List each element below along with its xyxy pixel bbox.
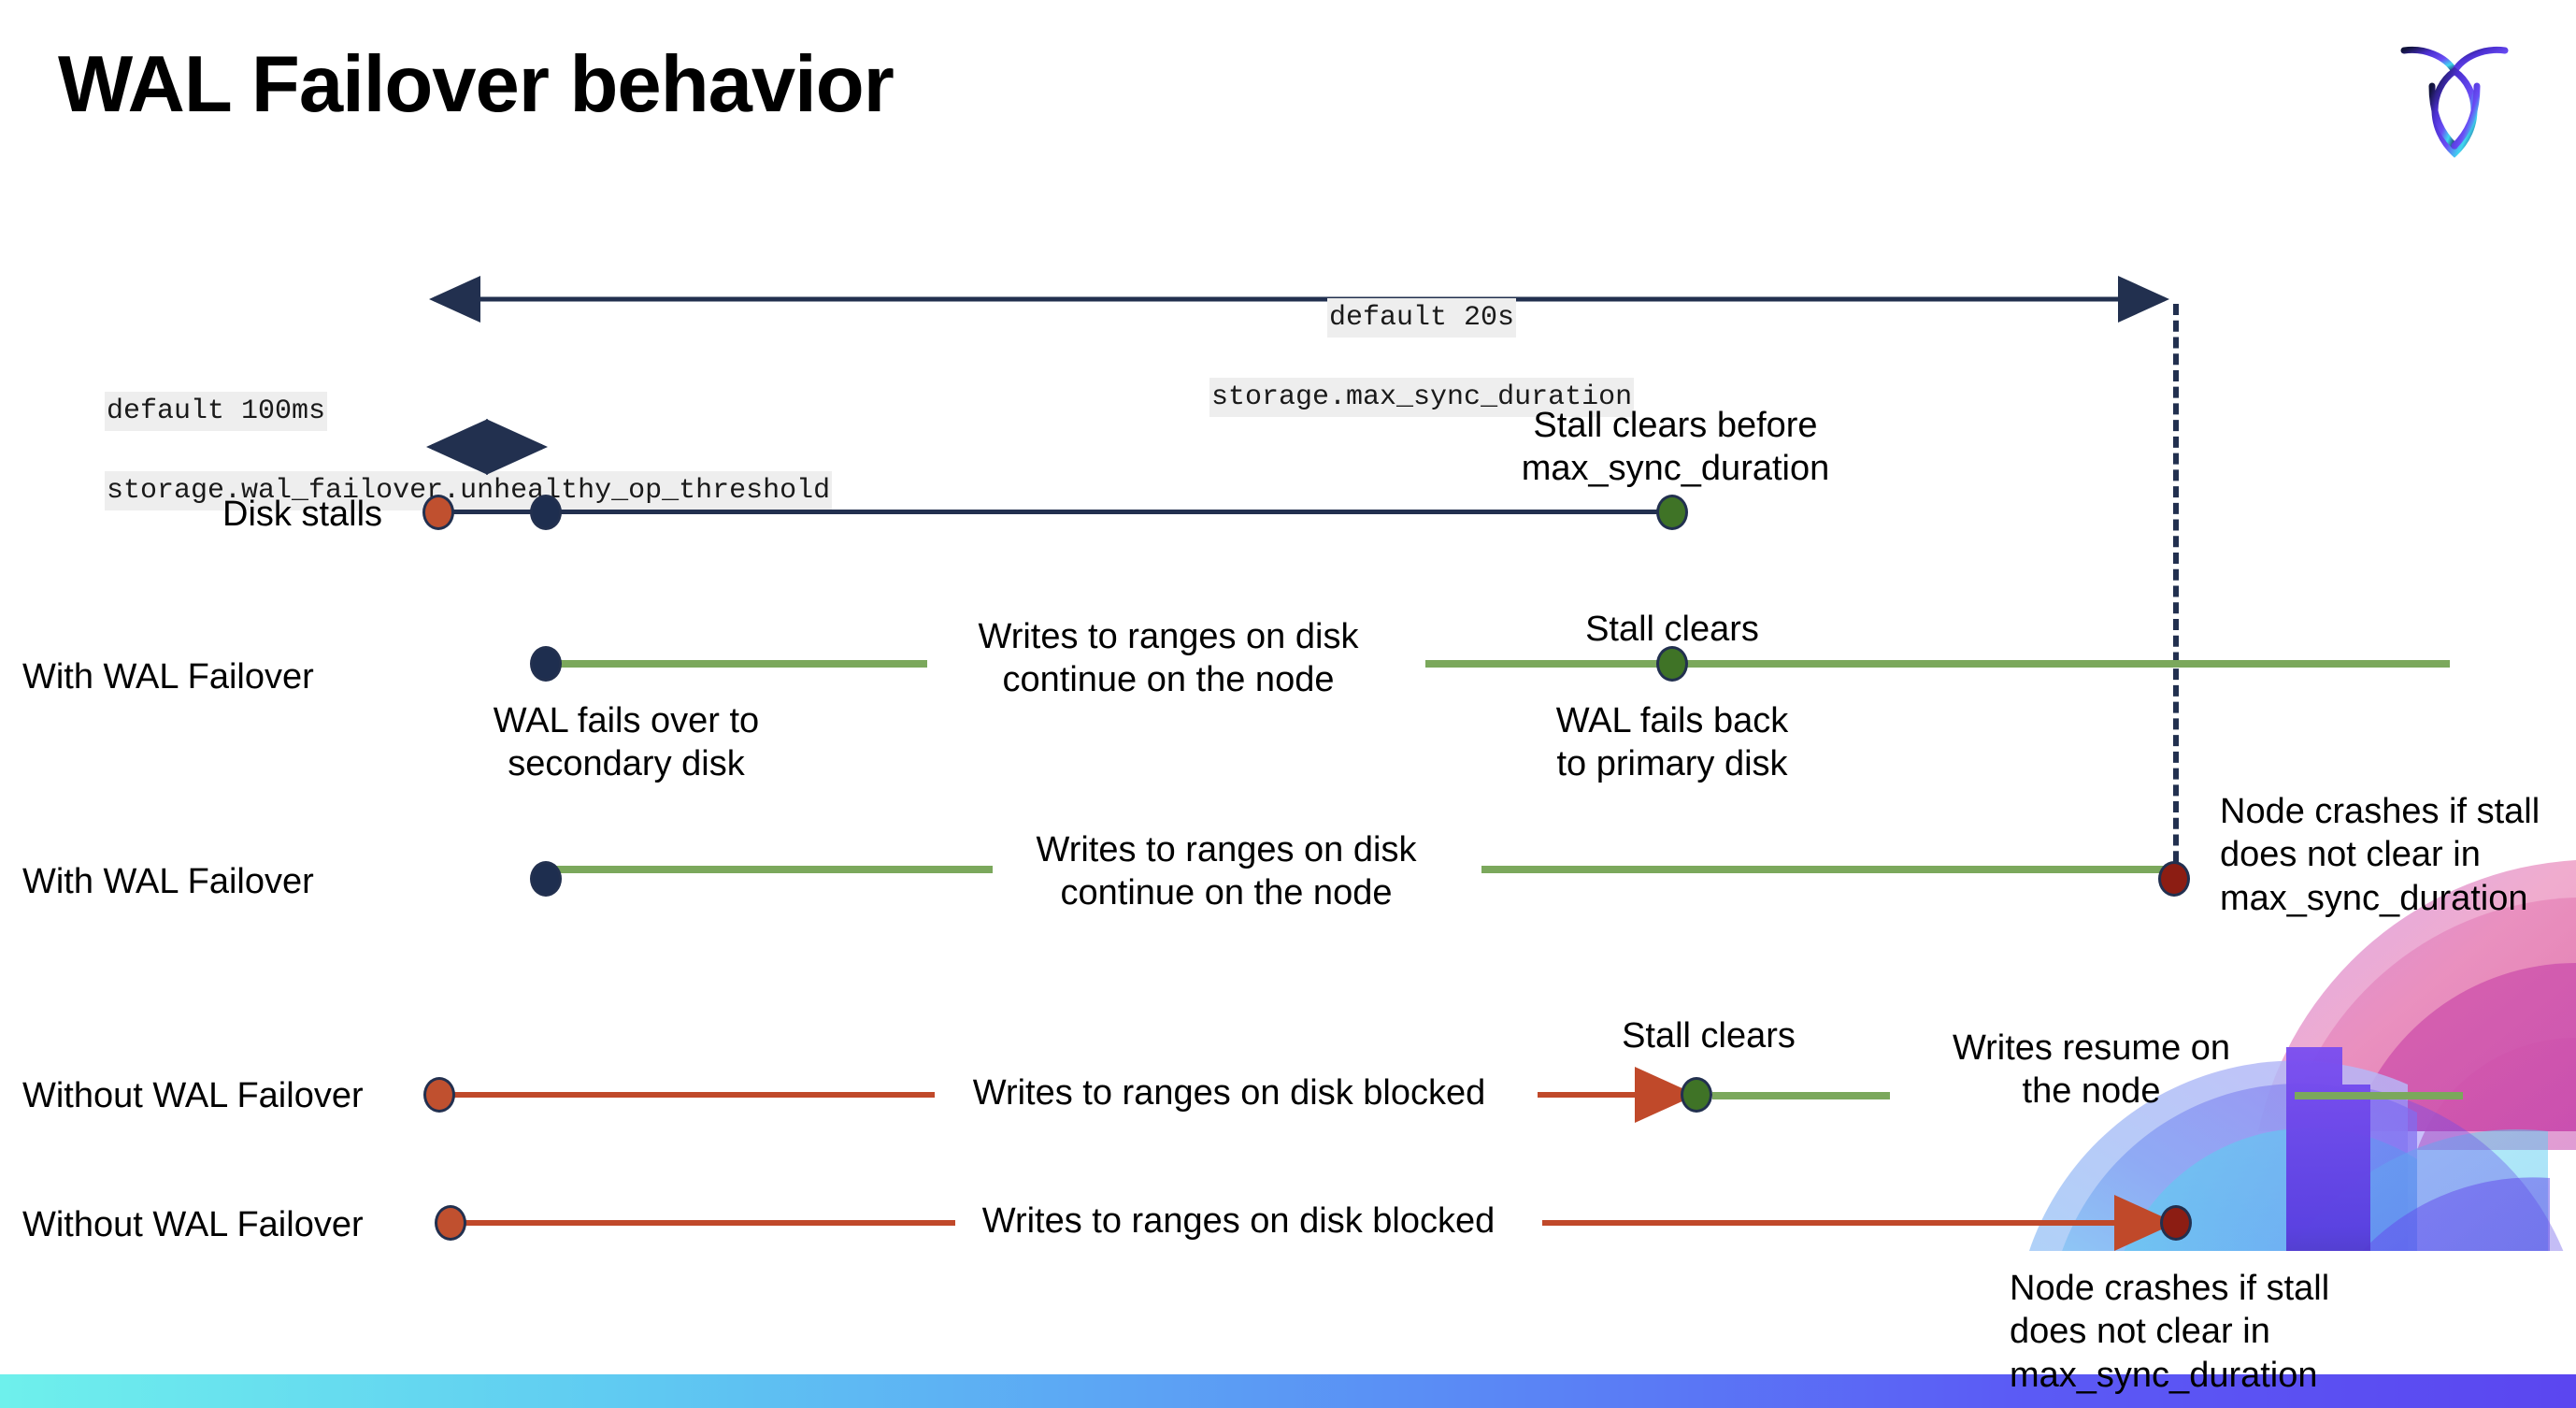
note-node-crashes-1: Node crashes if stall does not clear in … [2220, 792, 2540, 918]
wal-failover-2-crash-dot [2158, 861, 2190, 897]
row-label-disk-stalls: Disk stalls [222, 495, 383, 534]
without-wal-1-clear-dot [1681, 1077, 1712, 1113]
callout-white-mask [1974, 1251, 2576, 1376]
unhealthy-op-threshold-tag: default 100ms storage.wal_failover.unhea… [37, 352, 833, 551]
wal-failover-1-clear-dot [1656, 646, 1688, 682]
wal-failover-2-line-left [544, 866, 993, 873]
note-writes-blocked-2: Writes to ranges on disk blocked [981, 1201, 1496, 1241]
max-sync-duration-tag: default 20s storage.max_sync_duration [1142, 258, 1635, 457]
note-wal-fails-back: WAL fails back to primary disk [1555, 701, 1789, 784]
note-stall-clears-before-max-sync: Stall clears before max_sync_duration [1521, 406, 1830, 489]
max-sync-duration-dashed-guide [2173, 304, 2179, 879]
note-writes-resume: Writes resume on the node [1952, 1028, 2231, 1112]
wal-failover-1-failover-dot [530, 646, 562, 682]
disk-stalls-threshold-dot [530, 495, 562, 530]
max-sync-duration-default: default 20s [1327, 297, 1517, 338]
without-wal-2-start-dot [435, 1205, 466, 1241]
without-wal-1-line-left [439, 1092, 935, 1098]
without-wal-1-arrow-to-clear [1538, 1067, 1696, 1123]
max-sync-duration-name: storage.max_sync_duration [1209, 377, 1635, 418]
page-title: WAL Failover behavior [58, 40, 894, 129]
without-wal-1-line-right [2295, 1092, 2463, 1099]
without-wal-2-arrow-to-crash [1542, 1195, 2176, 1251]
note-node-crashes-2: Node crashes if stall does not clear in … [2010, 1269, 2330, 1395]
row-label-with-wal-failover-2: With WAL Failover [22, 862, 314, 901]
unhealthy-op-threshold-default: default 100ms [105, 391, 328, 432]
row-label-with-wal-failover-1: With WAL Failover [22, 657, 314, 697]
wal-failover-2-line-right [1481, 866, 2171, 873]
without-wal-1-line-mid [1712, 1092, 1890, 1099]
note-stall-clears-1: Stall clears [1585, 610, 1759, 649]
unhealthy-op-threshold-span-arrow [426, 419, 548, 475]
row-label-without-wal-failover-1: Without WAL Failover [22, 1076, 364, 1115]
wal-failover-1-line-left [544, 660, 927, 668]
without-wal-2-line-left [451, 1220, 955, 1226]
logo-svg [2400, 46, 2509, 158]
unhealthy-op-threshold-name: storage.wal_failover.unhealthy_op_thresh… [105, 470, 833, 511]
wal-failover-2-failover-dot [530, 861, 562, 897]
note-stall-clears-2: Stall clears [1622, 1016, 1796, 1056]
note-writes-continue-2: Writes to ranges on disk continue on the… [1036, 830, 1417, 913]
disk-stalls-start-dot [422, 495, 454, 530]
without-wal-1-start-dot [423, 1077, 455, 1113]
bottom-gradient-bar [0, 1374, 2576, 1408]
max-sync-duration-span-arrow [429, 276, 2169, 323]
disk-stalls-clear-dot [1656, 495, 1688, 530]
row-label-without-wal-failover-2: Without WAL Failover [22, 1205, 364, 1244]
disk-stalls-line [437, 510, 1681, 514]
note-writes-continue-1: Writes to ranges on disk continue on the… [978, 617, 1359, 700]
without-wal-2-crash-dot [2160, 1205, 2192, 1241]
note-wal-fails-over: WAL fails over to secondary disk [493, 701, 760, 784]
note-writes-blocked-1: Writes to ranges on disk blocked [972, 1073, 1486, 1113]
cockroachdb-logo-icon [2395, 32, 2514, 163]
wal-failover-1-line-right [1425, 660, 2450, 668]
